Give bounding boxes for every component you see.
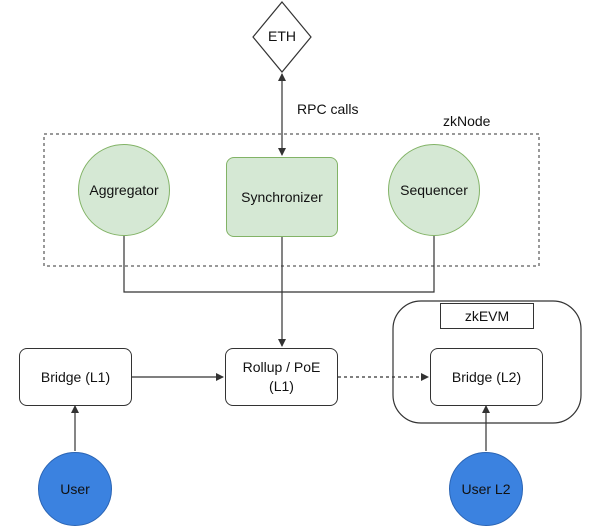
user-label: User <box>60 480 90 497</box>
sequencer-node: Sequencer <box>388 144 480 236</box>
rpc-calls-label: RPC calls <box>297 101 359 117</box>
user-node: User <box>38 452 112 526</box>
bridge-l1-node: Bridge (L1) <box>19 348 132 406</box>
bridge-l1-label: Bridge (L1) <box>40 368 111 385</box>
synchronizer-node: Synchronizer <box>226 157 338 237</box>
user-l2-node: User L2 <box>449 452 523 526</box>
eth-diamond <box>252 1 312 73</box>
bridge-l2-node: Bridge (L2) <box>430 348 543 406</box>
rollup-poe-node: Rollup / PoE (L1) <box>225 348 338 406</box>
sequencer-label: Sequencer <box>400 181 468 198</box>
zknode-container <box>43 133 540 267</box>
synchronizer-label: Synchronizer <box>241 188 323 205</box>
user-l2-label: User L2 <box>461 480 511 497</box>
bridge-l2-label: Bridge (L2) <box>451 368 522 385</box>
zknode-label: zkNode <box>443 113 491 129</box>
rollup-label-line2: (L1) <box>269 378 294 394</box>
eth-label: ETH <box>268 28 296 44</box>
aggregator-label: Aggregator <box>89 181 159 198</box>
zknode-to-rollup-connector <box>123 236 435 293</box>
rollup-label-line1: Rollup / PoE <box>242 359 321 375</box>
zkevm-label: zkEVM <box>440 303 534 329</box>
aggregator-node: Aggregator <box>78 144 170 236</box>
